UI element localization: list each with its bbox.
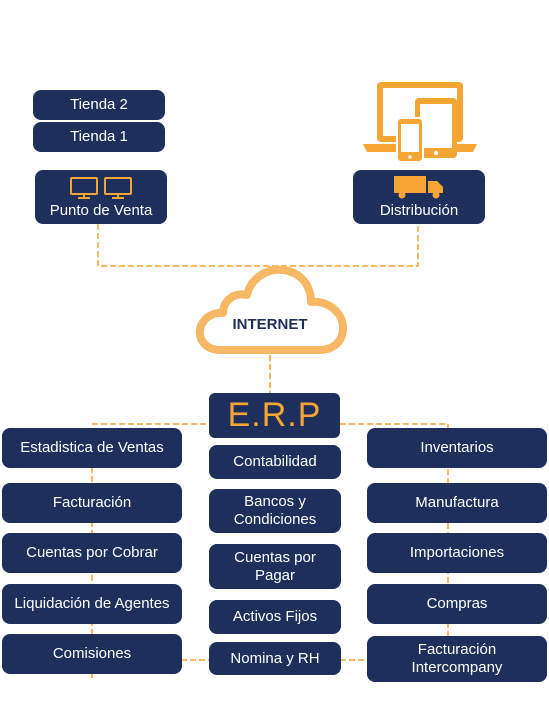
module-inventory: Inventarios xyxy=(367,428,547,468)
internet-label: INTERNET xyxy=(232,316,308,333)
module-banks: Bancos y Condiciones xyxy=(209,489,341,533)
cloud-icon xyxy=(195,265,347,354)
module-agent-settlement: Liquidación de Agentes xyxy=(2,584,182,624)
module-intercompany-billing: Facturación Intercompany xyxy=(367,636,547,682)
module-fixed-assets: Activos Fijos xyxy=(209,600,341,634)
module-manufacturing: Manufactura xyxy=(367,483,547,523)
monitor-icon xyxy=(70,177,132,199)
point-of-sale-box: Punto de Venta xyxy=(35,170,167,224)
module-commissions: Comisiones xyxy=(2,634,182,674)
module-imports: Importaciones xyxy=(367,533,547,573)
erp-box: E.R.P xyxy=(209,393,340,438)
module-accounts-payable: Cuentas por Pagar xyxy=(209,544,341,589)
devices-icon xyxy=(363,82,477,162)
store-2-box: Tienda 2 xyxy=(33,90,165,120)
point-of-sale-label: Punto de Venta xyxy=(49,202,153,219)
distribution-box: Distribución xyxy=(353,170,485,224)
module-payroll-hr: Nomina y RH xyxy=(209,642,341,675)
erp-label: E.R.P xyxy=(227,396,322,434)
store-2-label: Tienda 2 xyxy=(70,96,128,113)
module-sales-statistics: Estadistica de Ventas xyxy=(2,428,182,468)
module-accounts-receivable: Cuentas por Cobrar xyxy=(2,533,182,573)
module-billing: Facturación xyxy=(2,483,182,523)
store-1-label: Tienda 1 xyxy=(70,128,128,145)
distribution-label: Distribución xyxy=(379,202,459,219)
module-accounting: Contabilidad xyxy=(209,445,341,479)
truck-icon xyxy=(394,176,443,199)
store-1-box: Tienda 1 xyxy=(33,122,165,152)
module-purchases: Compras xyxy=(367,584,547,624)
